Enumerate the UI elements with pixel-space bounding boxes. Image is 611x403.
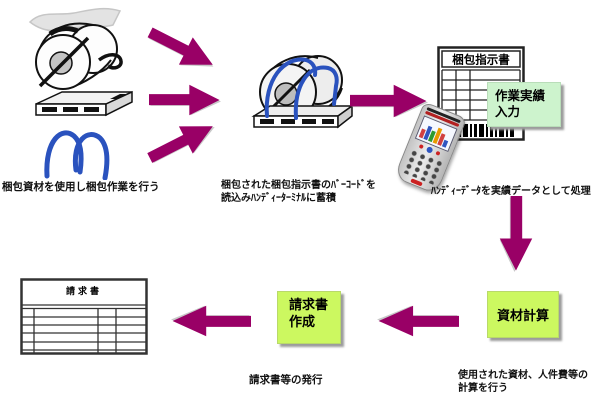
strapped-coil-icon: [251, 55, 355, 129]
material-calc-caption-line1: 使用された資材、人件費等の: [458, 370, 588, 381]
work-input-caption: ﾊﾝﾃﾞｨｰﾃﾞｰﾀを実績データとして処理: [431, 186, 591, 197]
material-calc-box: 資材計算: [487, 291, 559, 338]
arrow-right-diagonal-up-icon: [147, 126, 215, 163]
scanning-caption: 梱包された梱包指示書のﾊﾞｰｺｰﾄﾞを 読込みﾊﾝﾃﾞｨｰﾀｰﾐﾅﾙに蓄積: [221, 179, 376, 205]
packing-caption: 梱包資材を使用し梱包作業を行う: [2, 181, 160, 193]
arrow-left-icon: [377, 305, 459, 337]
document-title: 梱包指示書: [452, 53, 510, 67]
invoice-create-caption: 請求書等の発行: [249, 374, 323, 386]
arrow-right-icon: [350, 84, 428, 118]
material-calc-caption: 使用された資材、人件費等の 計算を行う: [458, 369, 588, 395]
arrow-right-icon: [149, 84, 221, 116]
invoice-title: 請求書: [66, 285, 102, 297]
invoice-create-box-line1: 請求書: [289, 298, 329, 313]
invoice-create-box: 請求書 作成: [277, 291, 341, 344]
straps-icon: [44, 130, 110, 180]
invoice-create-box-line2: 作成: [289, 314, 316, 330]
arrow-right-diagonal-down-icon: [147, 27, 214, 67]
scanning-caption-line2: 読込みﾊﾝﾃﾞｨｰﾀｰﾐﾅﾙに蓄積: [221, 193, 336, 204]
coil-roll-icon: [35, 22, 123, 90]
material-calc-caption-line2: 計算を行う: [458, 383, 508, 394]
coil-straps: [264, 57, 339, 120]
packing-materials-illustration: [28, 7, 133, 180]
work-input-box-line1: 作業実績: [495, 88, 546, 103]
arrow-down-icon: [499, 196, 533, 272]
pallet-board-icon: [35, 90, 133, 117]
work-input-box-line2: 入力: [495, 103, 521, 119]
invoice-grid: [21, 304, 147, 353]
coil-pallet: [251, 104, 355, 129]
scanning-caption-line1: 梱包された梱包指示書のﾊﾞｰｺｰﾄﾞを: [221, 180, 376, 191]
work-input-box: 作業実績 入力: [487, 82, 561, 127]
material-calc-box-label: 資材計算: [496, 309, 549, 324]
arrow-left-icon: [171, 305, 251, 337]
invoice-table: 請求書: [20, 278, 148, 355]
